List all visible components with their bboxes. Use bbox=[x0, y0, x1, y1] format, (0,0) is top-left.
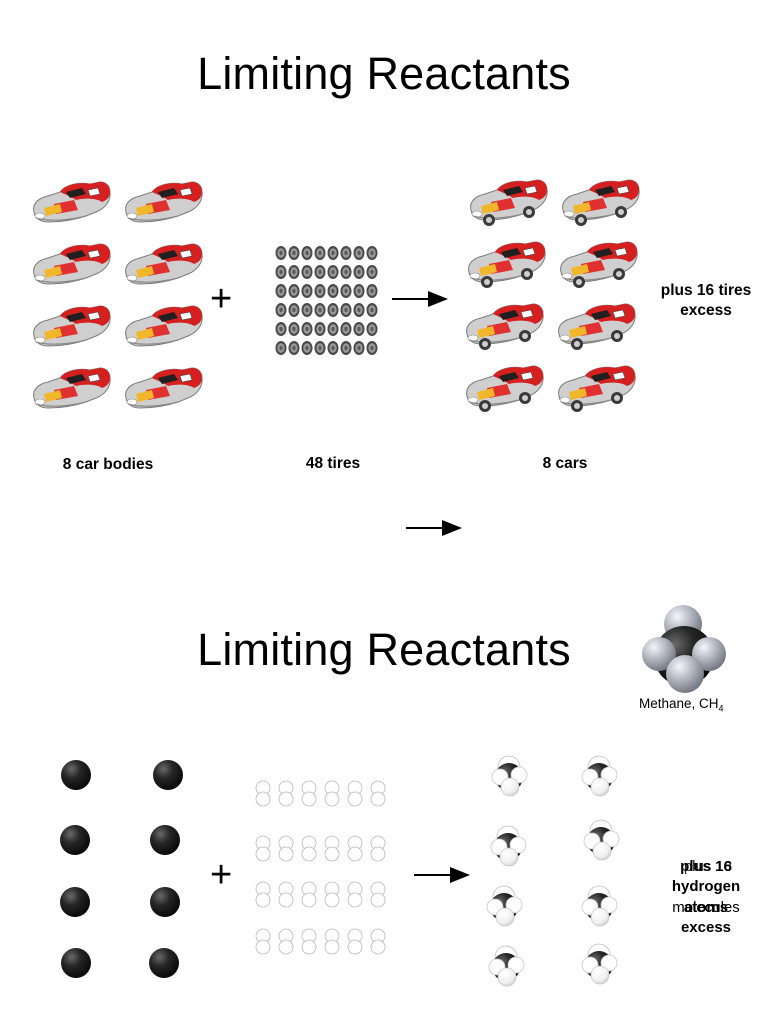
tires-label: 48 tires bbox=[305, 455, 361, 472]
methane-caption: Methane, CH4 bbox=[639, 696, 724, 714]
excess-line-4: excess bbox=[680, 919, 732, 936]
excess-line-3a: molecules bbox=[672, 899, 740, 916]
excess-tires-label: plus 16 tires excess bbox=[660, 282, 752, 319]
cars-label: 8 cars bbox=[542, 455, 588, 472]
excess-line-1b: plus 18 bbox=[683, 858, 733, 875]
car-icon bbox=[463, 176, 643, 426]
car-bodies-label: 8 car bodies bbox=[62, 456, 154, 473]
reaction-arrow-icon bbox=[392, 291, 448, 307]
page-title: Limiting Reactants bbox=[197, 48, 571, 99]
plus-sign: + bbox=[210, 278, 233, 320]
excess-line-3b: atoms bbox=[683, 899, 729, 916]
methane-product-icon bbox=[486, 755, 620, 987]
excess-hydrogen-label: plus 16 plus 18 hydrogen molecules atoms… bbox=[651, 857, 761, 937]
methane-molecule-icon bbox=[642, 605, 726, 693]
excess-line-1a: plus 16 bbox=[680, 858, 732, 875]
hydrogen-molecule-icon bbox=[255, 780, 386, 972]
tire-icon bbox=[275, 246, 378, 360]
page-title: Limiting Reactants bbox=[197, 624, 571, 675]
excess-line-2: hydrogen bbox=[671, 878, 741, 895]
reaction-arrow-icon bbox=[406, 520, 462, 536]
carbon-atom-icon bbox=[60, 760, 183, 978]
plus-sign: + bbox=[210, 854, 233, 896]
car-body-icon bbox=[33, 181, 203, 409]
reaction-arrow-icon bbox=[414, 867, 470, 883]
